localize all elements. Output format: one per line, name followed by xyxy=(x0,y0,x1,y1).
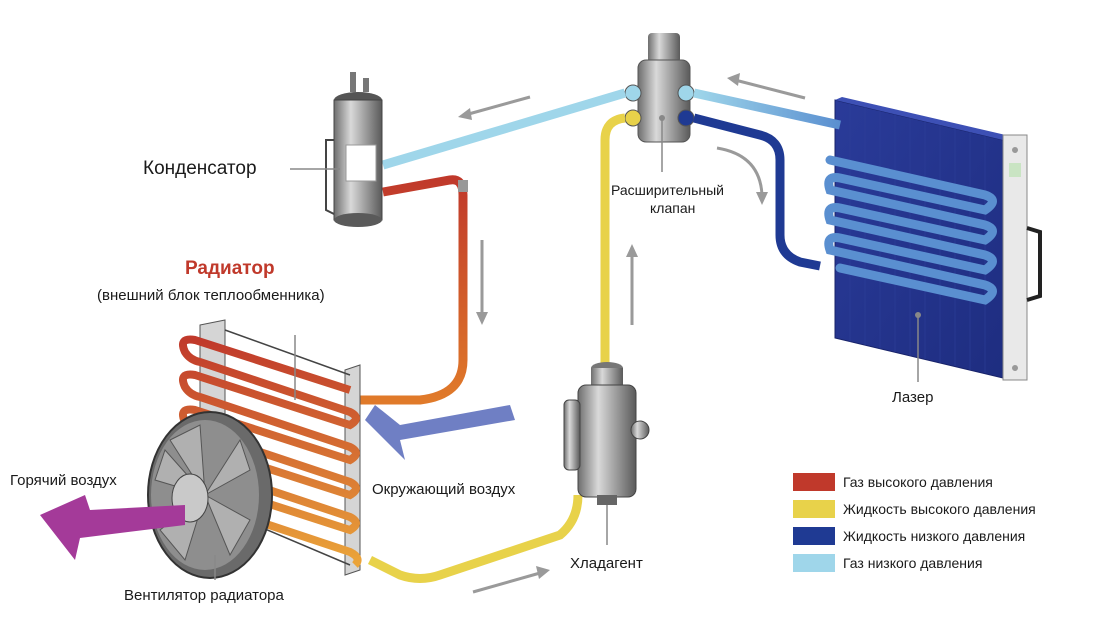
legend: Газ высокого давления Жидкость высокого … xyxy=(793,468,1036,576)
radiator-fan-label: Вентилятор радиатора xyxy=(124,587,284,604)
legend-item: Газ низкого давления xyxy=(793,549,1036,576)
radiator-title: Радиатор xyxy=(185,258,275,279)
refrigerant-label: Хладагент xyxy=(570,555,643,572)
ambient-air-label: Окружающий воздух xyxy=(372,481,516,498)
legend-label: Жидкость низкого давления xyxy=(843,527,1026,544)
legend-item: Жидкость высокого давления xyxy=(793,495,1036,522)
laser-label: Лазер xyxy=(892,389,934,406)
legend-label: Газ низкого давления xyxy=(843,554,983,571)
expansion-valve-label-line2: клапан xyxy=(650,200,696,216)
legend-label: Газ высокого давления xyxy=(843,473,993,490)
legend-swatch xyxy=(793,472,835,491)
condenser-label: Конденсатор xyxy=(143,158,257,179)
hot-air-label: Горячий воздух xyxy=(10,472,117,489)
radiator-fan xyxy=(147,411,273,579)
refrigerant-compressor xyxy=(563,362,650,505)
legend-label: Жидкость высокого давления xyxy=(843,500,1036,517)
radiator-subtitle: (внешний блок теплообменника) xyxy=(97,287,325,304)
legend-item: Жидкость низкого давления xyxy=(793,522,1036,549)
ambient-air-arrow xyxy=(365,405,515,460)
legend-swatch xyxy=(793,499,835,518)
flow-arrows xyxy=(458,73,806,594)
condenser xyxy=(325,72,383,227)
expansion-valve-label-line1: Расширительный xyxy=(611,182,724,198)
legend-item: Газ высокого давления xyxy=(793,468,1036,495)
legend-swatch xyxy=(793,526,835,545)
expansion-valve xyxy=(624,33,695,143)
laser-unit xyxy=(824,97,1042,381)
hot-air-arrow xyxy=(40,495,185,560)
legend-swatch xyxy=(793,553,835,572)
